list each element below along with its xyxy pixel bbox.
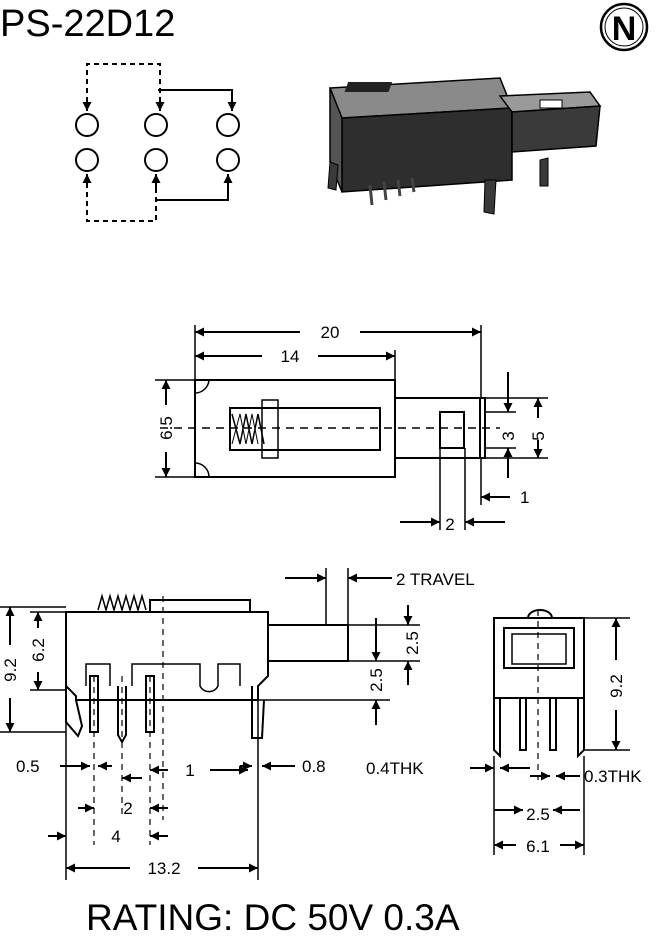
terminal-circle: [144, 113, 168, 137]
dim-actuator-slot: 2: [445, 515, 454, 534]
side-actuator: [267, 624, 349, 662]
mount-pin: [251, 686, 265, 739]
end-mount-pin: [493, 698, 501, 759]
side-view: [0, 568, 420, 880]
end-pin: [549, 697, 557, 751]
logo-letter: N: [612, 10, 637, 48]
dim-pin-width: 0.5: [16, 757, 40, 776]
dim-pin-spacing-4: 4: [111, 827, 120, 846]
dim-actuator-offset: 2.5: [367, 668, 386, 692]
end-pin: [519, 697, 527, 751]
dim-body-length: 14: [281, 347, 300, 366]
dim-actuator-tip: 1: [520, 488, 529, 507]
slider-slot: [229, 407, 381, 451]
top-view: [155, 325, 548, 530]
end-view: [470, 609, 630, 855]
part-number: PS-22D12: [0, 3, 175, 45]
dim-body-width: 6.5: [157, 416, 176, 440]
dim-side-body-height: 6.2: [29, 638, 48, 662]
dim-end-height: 9.2: [607, 674, 626, 698]
dim-mount-pin-width: 0.8: [302, 757, 326, 776]
side-body-outline: [65, 611, 269, 701]
end-mount-pin: [577, 698, 585, 759]
dim-row-pitch: 2.5: [526, 805, 550, 824]
end-window-inner: [511, 633, 567, 665]
terminal-circle: [144, 148, 168, 172]
terminal-circle: [216, 113, 240, 137]
circuit-schematic: [75, 63, 240, 222]
side-cover: [149, 599, 251, 613]
top-body-outline: [194, 379, 396, 478]
manufacturer-logo: N: [599, 2, 649, 52]
spring-top: [97, 593, 147, 613]
terminal-circle: [75, 113, 99, 137]
end-window: [503, 627, 575, 669]
dim-mount-thickness: 0.3THK: [584, 767, 642, 786]
terminal-circle: [75, 148, 99, 172]
end-body-outline: [493, 617, 585, 699]
mount-pin: [65, 686, 84, 738]
dim-pin-pitch: 1: [185, 761, 194, 780]
dim-actuator-width: 5: [529, 431, 548, 440]
electrical-rating: RATING: DC 50V 0.3A: [86, 897, 460, 938]
dim-travel: 2 TRAVEL: [396, 570, 475, 589]
slider-knob: [261, 399, 279, 459]
dim-actuator-hole: 3: [499, 431, 518, 440]
actuator-window: [439, 411, 465, 449]
dim-end-overall-width: 6.1: [526, 837, 550, 856]
dim-actuator-height: 2.5: [403, 631, 422, 655]
dim-pin-thickness: 0.4THK: [366, 759, 424, 778]
dim-overall-length: 20: [321, 323, 340, 342]
dim-side-overall-height: 9.2: [1, 658, 20, 682]
switch-3d-rendering: [327, 77, 602, 215]
terminal-circle: [216, 148, 240, 172]
dim-pin-spacing-2: 2: [123, 799, 132, 818]
dim-side-overall-length: 13.2: [147, 859, 180, 878]
